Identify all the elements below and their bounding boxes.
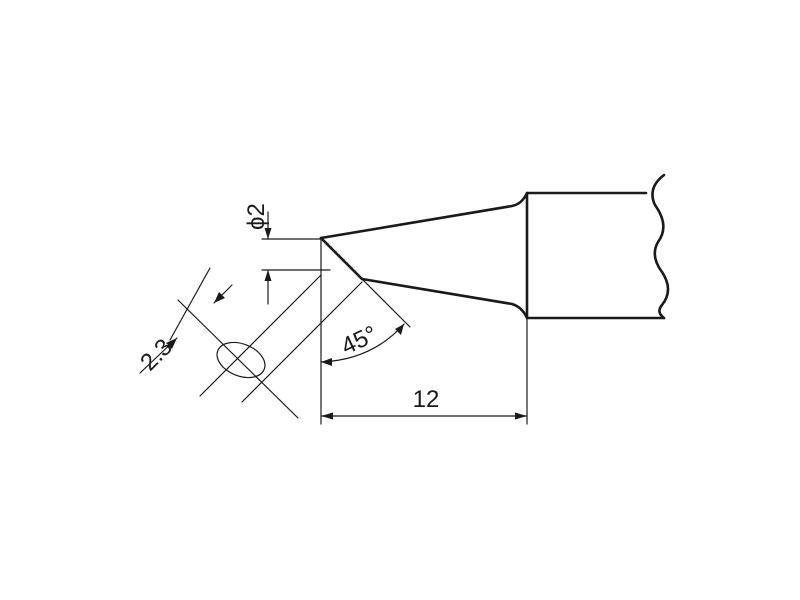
bevel-face-ellipse — [216, 341, 266, 379]
bevel-arrow-upper — [214, 292, 225, 303]
bevel-width-label: 2.3 — [135, 334, 178, 377]
length-label: 12 — [413, 386, 440, 413]
angle-dimension: 45° — [320, 237, 411, 425]
angle-ext-line-bevel — [320, 237, 411, 328]
break-line — [651, 173, 670, 320]
length-arrow-right — [515, 412, 527, 420]
length-dimension: 12 — [320, 317, 528, 425]
diameter-label: ϕ2 — [243, 203, 270, 230]
bevel-projection-line-1 — [199, 274, 322, 397]
taper-upper-edge — [319, 191, 529, 240]
shank-outline — [525, 191, 666, 320]
tip-outline — [319, 173, 670, 320]
bevel-dim-line-b — [169, 267, 211, 341]
angle-arrow-left — [321, 358, 332, 366]
angle-label: 45° — [337, 321, 381, 361]
diameter-arrow-bottom — [264, 270, 272, 281]
angle-arrow-right — [395, 324, 404, 335]
bevel-dim-line-a — [177, 299, 299, 419]
length-arrow-left — [321, 412, 333, 420]
taper-lower-edge — [360, 277, 529, 320]
bevel-arrow-lower — [166, 338, 177, 349]
diameter-arrow-top — [264, 228, 272, 239]
diameter-dimension: ϕ2 — [243, 203, 331, 305]
bevel-width-dimension: 2.3 — [135, 267, 363, 419]
